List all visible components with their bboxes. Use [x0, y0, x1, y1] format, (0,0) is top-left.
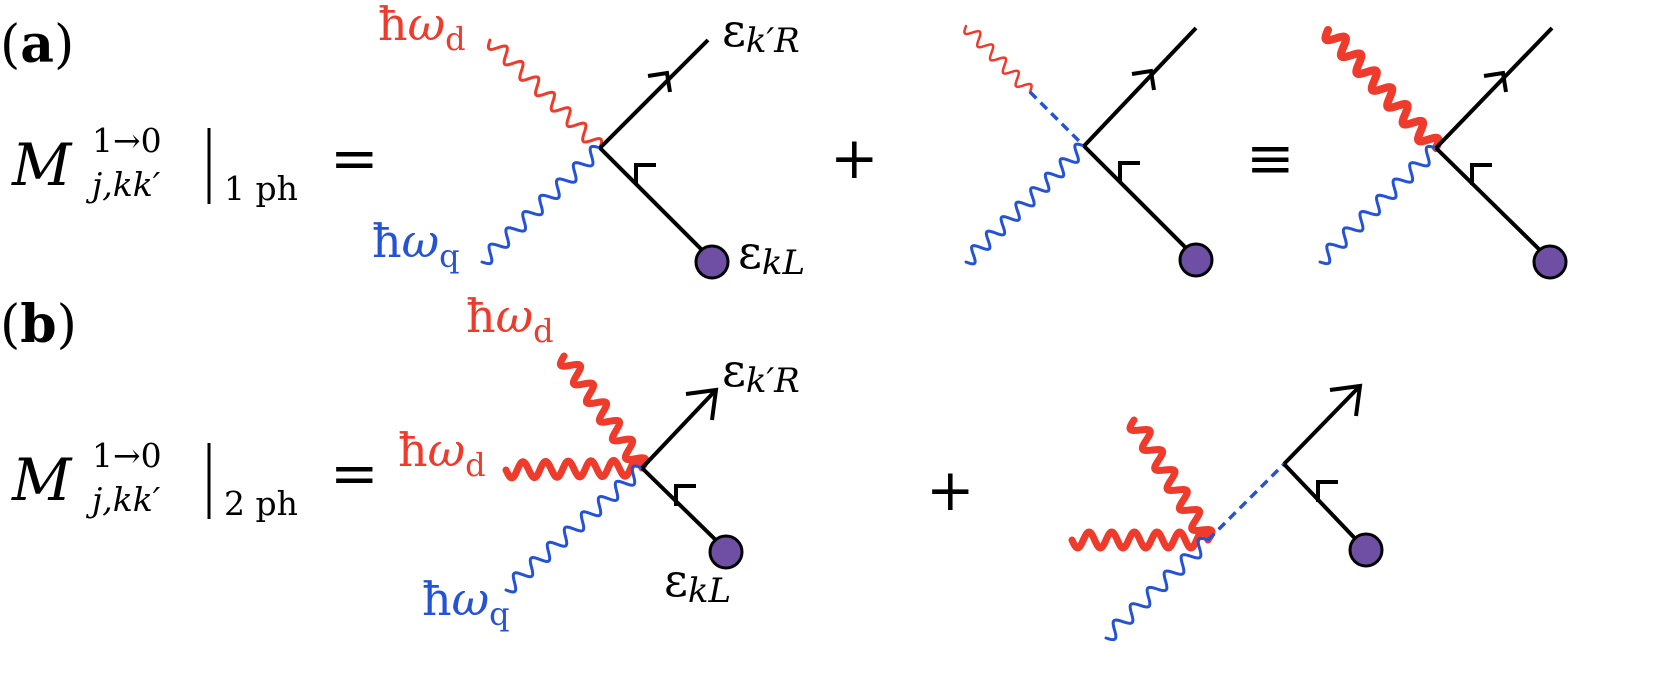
qubit-photon-line: [1104, 536, 1210, 642]
virtual-propagator-line: [1206, 462, 1286, 542]
incoming-electron-line: [640, 466, 728, 552]
incoming-electron-line: [1282, 462, 1368, 552]
amplitude-subscript: j,kk′: [85, 480, 161, 519]
plus-sign: +: [926, 456, 975, 524]
incoming-arrow-icon: [1118, 161, 1140, 183]
incoming-arrow-icon: [1316, 480, 1338, 502]
drive-photon-line: [486, 38, 604, 150]
outgoing-arrow-icon: [647, 70, 672, 93]
drive-frequency-label-1: ħωd: [466, 289, 554, 350]
lead-vertex-dot: [1178, 242, 1214, 278]
equals-sign: =: [330, 124, 379, 192]
lead-vertex-dot: [1532, 244, 1568, 280]
drive-photon-line-1: [556, 352, 650, 472]
amplitude-subscript: j,kk′: [85, 165, 161, 204]
diagram-b2: [1068, 383, 1384, 642]
outgoing-arrow-icon: [1483, 70, 1508, 93]
outgoing-electron-line: [598, 38, 710, 150]
evaluation-subscript: 2 ph: [224, 484, 298, 523]
incoming-energy-label: εkL: [738, 225, 805, 283]
lead-vertex-dot: [1348, 532, 1384, 568]
plus-sign: +: [830, 124, 879, 192]
lead-vertex-dot: [708, 534, 744, 570]
panel-a: (a) M 1→0 j,kk′ 1 ph = ħωd ħωq εk′R εkL …: [0, 0, 1568, 283]
lead-vertex-dot: [694, 244, 730, 280]
drive-photon-line-1: [1126, 416, 1216, 544]
incoming-electron-line: [1082, 144, 1198, 260]
outgoing-arrow-icon: [1329, 383, 1363, 417]
drive-photon-line-2: [502, 456, 646, 482]
virtual-propagator-line: [1028, 90, 1086, 148]
amplitude-superscript: 1→0: [92, 436, 162, 475]
outgoing-electron-line: [1434, 26, 1554, 150]
diagram-b1: ħωd ħωd ħωq εk′R εkL: [398, 289, 800, 633]
diagram-a3: [1318, 26, 1568, 280]
panel-a-lhs: M 1→0 j,kk′ 1 ph =: [11, 121, 379, 208]
panel-b: (b) M 1→0 j,kk′ 2 ph = ħωd ħωd ħωq εk′R …: [0, 289, 1384, 642]
qubit-frequency-label: ħωq: [422, 572, 510, 633]
incoming-arrow-icon: [1470, 163, 1492, 185]
qubit-photon-line: [964, 142, 1086, 266]
qubit-frequency-label: ħωq: [372, 214, 460, 275]
panel-a-label: (a): [0, 14, 74, 75]
outgoing-electron-line: [1082, 26, 1198, 148]
equals-sign: =: [330, 439, 379, 507]
drive-photon-line: [963, 24, 1033, 94]
incoming-electron-line: [598, 146, 714, 262]
amplitude-superscript: 1→0: [92, 121, 162, 160]
outgoing-electron-line: [640, 390, 716, 470]
amplitude-symbol: M: [11, 446, 73, 514]
drive-photon-line-2: [1068, 528, 1212, 552]
incoming-arrow-icon: [674, 484, 696, 506]
outgoing-electron-line: [1282, 386, 1360, 466]
panel-b-lhs: M 1→0 j,kk′ 2 ph =: [11, 436, 379, 523]
incoming-energy-label: εkL: [664, 553, 731, 611]
drive-frequency-label-2: ħωd: [398, 423, 486, 484]
qubit-photon-line: [480, 144, 602, 266]
amplitude-symbol: M: [11, 131, 73, 199]
outgoing-arrow-icon: [1131, 68, 1156, 91]
diagram-a1: ħωd ħωq εk′R εkL: [372, 0, 805, 283]
equivalence-sign: ≡: [1246, 124, 1295, 192]
outgoing-energy-label: εk′R: [722, 3, 800, 61]
incoming-arrow-icon: [634, 163, 656, 185]
qubit-photon-line: [504, 464, 644, 594]
panel-b-label: (b): [0, 294, 77, 355]
drive-frequency-label: ħωd: [378, 0, 466, 58]
diagram-a2: [963, 24, 1214, 278]
dressed-drive-photon-line: [1321, 26, 1443, 152]
qubit-photon-line: [1318, 144, 1438, 266]
outgoing-energy-label: εk′R: [722, 343, 800, 401]
evaluation-subscript: 1 ph: [224, 169, 298, 208]
incoming-electron-line: [1434, 146, 1552, 262]
outgoing-arrow-icon: [685, 387, 719, 421]
